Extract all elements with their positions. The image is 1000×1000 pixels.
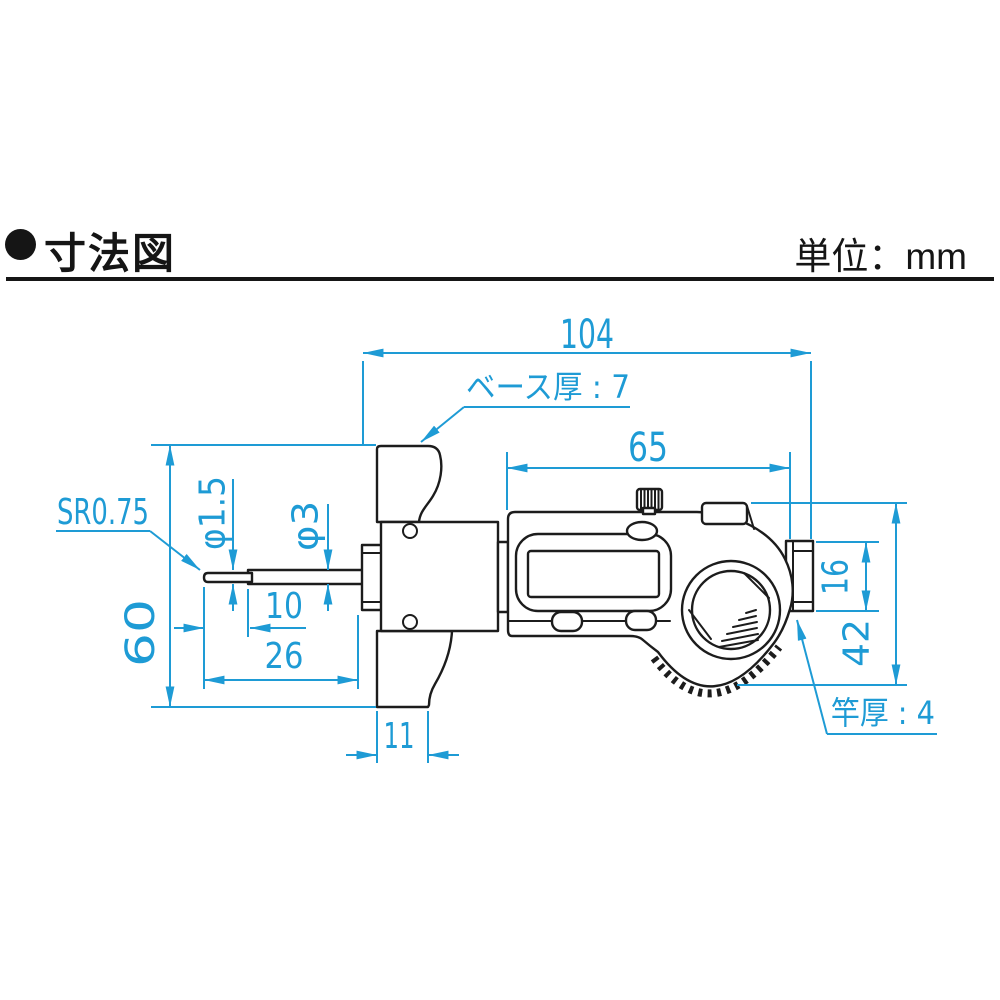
label-rod-diameter: φ3	[286, 501, 327, 551]
label-body-length: 65	[628, 425, 668, 471]
label-base-height: 60	[118, 599, 164, 667]
thumb-wheel-serration	[650, 644, 783, 698]
label-beam-thickness: 竿厚 : 4	[831, 694, 935, 732]
gauge-drawing	[202, 444, 815, 709]
leader-base-thickness	[420, 406, 465, 443]
label-base-foot-width: 11	[384, 716, 415, 757]
bottom-button-right	[624, 609, 658, 632]
probe-pin	[202, 571, 254, 584]
label-pin-diameter: φ1.5	[193, 476, 234, 550]
thumb-roller-stem	[641, 506, 657, 516]
top-right-button-edge	[746, 505, 755, 530]
thumb-roller-knurling	[640, 489, 660, 510]
label-probe-reach: 26	[265, 636, 304, 677]
page-title: 寸法図	[44, 230, 177, 277]
leader-tip-radius	[149, 530, 201, 571]
measuring-rod	[246, 568, 367, 586]
body-end-cap	[496, 540, 510, 614]
slider-block	[379, 520, 500, 633]
base-plate-lower	[375, 629, 454, 709]
lcd-screen	[526, 549, 661, 599]
screw-bottom	[402, 614, 418, 630]
oval-button	[625, 520, 659, 542]
label-head-height: 42	[837, 619, 878, 667]
logo-mark	[688, 572, 770, 648]
label-tip-radius: SR0.75	[57, 492, 149, 533]
screw-top	[402, 523, 418, 539]
label-overall-width: 104	[560, 312, 614, 358]
thumb-wheel-inner	[690, 569, 772, 651]
base-plate-upper	[375, 444, 443, 524]
bullet-dot-icon	[5, 229, 36, 260]
label-rod-end-height: 16	[816, 559, 857, 595]
header-divider	[6, 277, 994, 281]
probe-holder-step	[360, 543, 384, 612]
label-pin-length: 10	[265, 586, 303, 627]
leader-beam-thickness	[796, 619, 828, 735]
top-right-button	[700, 501, 749, 526]
label-base-thickness: ベース厚 : 7	[466, 368, 630, 406]
bottom-button-left	[550, 610, 584, 633]
unit-label: 単位：mm	[794, 236, 967, 277]
dimension-annotations: 104 ベース厚 : 7 65 SR0.75 φ1.5 φ3	[56, 312, 937, 763]
